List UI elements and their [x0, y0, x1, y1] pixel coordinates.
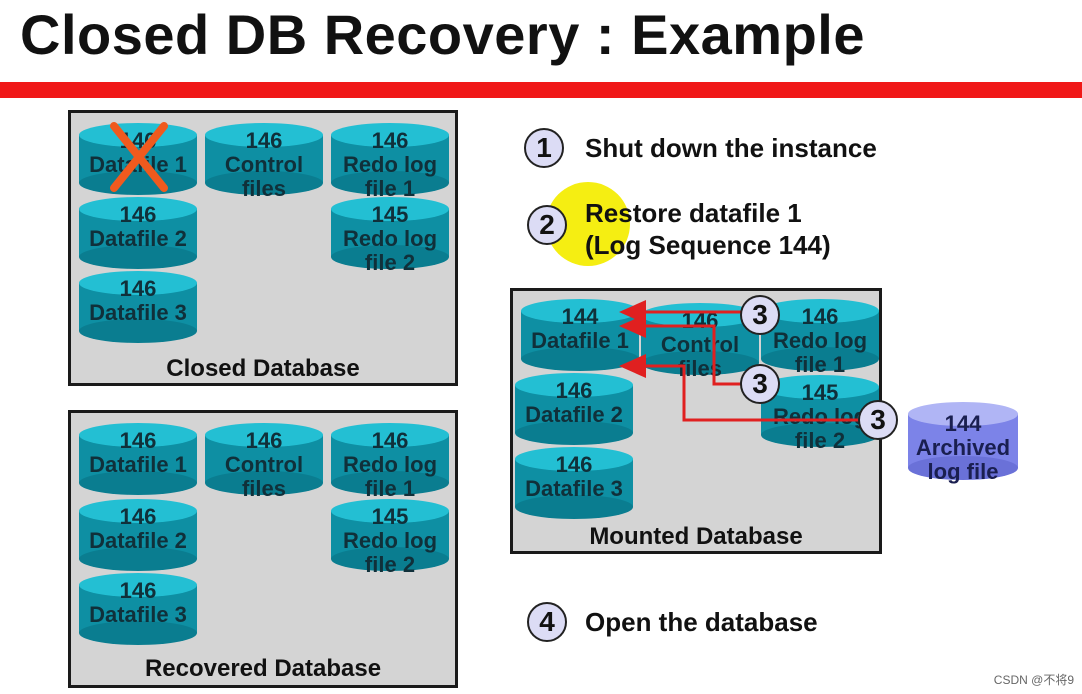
cyl-label: file 2 [794, 428, 846, 453]
cyl-seq: 146 [119, 276, 157, 301]
panel-label: Closed Database [166, 355, 360, 382]
cyl-label: Redo log [772, 404, 868, 429]
cyl-label: file 1 [364, 176, 416, 201]
cyl-label: Datafile 3 [89, 300, 187, 325]
watermark: CSDN @不将9 [993, 673, 1074, 687]
cyl-label: Redo log [342, 528, 438, 553]
cyl-label: Datafile 3 [89, 602, 187, 627]
step-3-badge: 3 [858, 400, 898, 440]
step-3-badge: 3 [740, 364, 780, 404]
cyl-label: Datafile 2 [525, 402, 623, 427]
cyl-seq: 144 [944, 411, 982, 436]
step-2-badge: 2 [527, 205, 567, 245]
step-4-text: Open the database [585, 607, 818, 637]
cyl-seq: 146 [371, 428, 409, 453]
cyl-label: file 1 [794, 352, 846, 377]
cyl-label: log file [927, 459, 999, 484]
cyl-label: Redo log [342, 152, 438, 177]
cyl-seq: 146 [245, 428, 283, 453]
cyl-label: Redo log [342, 226, 438, 251]
damaged-x-icon [110, 122, 168, 192]
cyl-label: Archived [915, 435, 1011, 460]
cyl-label: files [241, 476, 287, 501]
panel-label: Recovered Database [144, 655, 382, 682]
cyl-seq: 146 [371, 128, 409, 153]
cyl-label: Control [660, 332, 740, 357]
cyl-label: file 1 [364, 476, 416, 501]
cyl-seq: 145 [371, 202, 409, 227]
cyl-label: Datafile 3 [525, 476, 623, 501]
cyl-seq: 146 [555, 378, 593, 403]
cyl-label: Control [224, 152, 304, 177]
step-2-subtext: (Log Sequence 144) [585, 230, 831, 260]
cyl-label: Datafile 2 [89, 528, 187, 553]
cyl-seq: 146 [119, 578, 157, 603]
cyl-label: Redo log [342, 452, 438, 477]
cyl-seq: 145 [801, 380, 839, 405]
panel-label: Mounted Database [589, 523, 803, 550]
cyl-label: Datafile 2 [89, 226, 187, 251]
page-title: Closed DB Recovery : Example [20, 3, 865, 66]
cyl-seq: 144 [561, 304, 599, 329]
arrow-archived-to-datafile1 [619, 354, 860, 422]
cyl-seq: 146 [119, 428, 157, 453]
arrow-redo2-to-datafile1 [619, 314, 742, 386]
cyl-seq: 146 [555, 452, 593, 477]
step-1-text: Shut down the instance [585, 133, 877, 163]
cyl-label: Redo log [772, 328, 868, 353]
cyl-label: files [241, 176, 287, 201]
cyl-seq: 146 [245, 128, 283, 153]
step-1-badge: 1 [524, 128, 564, 168]
cyl-label: Control [224, 452, 304, 477]
cyl-label: Datafile 1 [89, 452, 187, 477]
cyl-seq: 145 [371, 504, 409, 529]
step-2-text: Restore datafile 1 [585, 198, 802, 228]
cyl-seq: 146 [801, 304, 839, 329]
title-underline-bar [0, 82, 1082, 98]
cyl-label: file 2 [364, 250, 416, 275]
cyl-seq: 146 [119, 504, 157, 529]
step-3-badge: 3 [740, 295, 780, 335]
cyl-label: file 2 [364, 552, 416, 577]
step-4-badge: 4 [527, 602, 567, 642]
cyl-label: Datafile 1 [531, 328, 629, 353]
cyl-seq: 146 [119, 202, 157, 227]
